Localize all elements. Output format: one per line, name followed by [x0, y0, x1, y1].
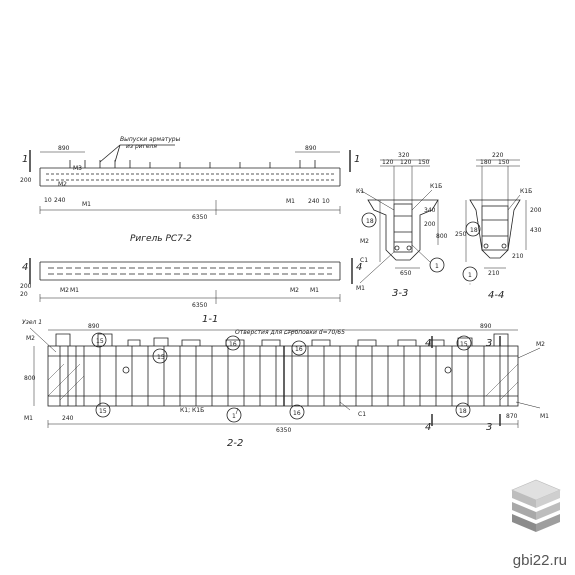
holes-note: Отверстия для строповки d=70/65 — [235, 329, 345, 336]
section-3-3 — [359, 159, 445, 284]
svg-text:4: 4 — [356, 262, 362, 273]
node-label: Узел 1 — [22, 319, 42, 326]
svg-text:1: 1 — [232, 413, 236, 420]
svg-text:15: 15 — [96, 338, 104, 345]
svg-text:М1: М1 — [82, 201, 91, 208]
svg-text:М1: М1 — [356, 285, 365, 292]
svg-text:20: 20 — [20, 291, 28, 298]
section-4-4-labels: 220 180 150 К1Б 250 210 210 200 430 18 1… — [455, 152, 542, 301]
svg-text:М1: М1 — [310, 287, 319, 294]
plan-view-bottom — [29, 258, 353, 304]
svg-text:К1; К1Б: К1; К1Б — [180, 407, 204, 414]
section-3-3-labels: 320 120 120 150 К1 К1Б М2 С1 М1 650 800 … — [356, 152, 448, 299]
svg-text:15: 15 — [157, 354, 165, 361]
svg-text:890: 890 — [480, 323, 492, 330]
svg-text:М2: М2 — [536, 341, 545, 348]
svg-text:240: 240 — [62, 415, 74, 422]
svg-text:200: 200 — [424, 221, 436, 228]
svg-text:3: 3 — [486, 338, 492, 349]
svg-text:200: 200 — [20, 177, 32, 184]
svg-text:890: 890 — [58, 145, 70, 152]
svg-text:6350: 6350 — [192, 214, 207, 221]
svg-text:М2: М2 — [26, 335, 35, 342]
svg-text:180: 180 — [480, 159, 492, 166]
svg-text:4: 4 — [425, 338, 431, 349]
brand-logo-icon — [511, 479, 561, 532]
svg-text:М1: М1 — [286, 198, 295, 205]
svg-text:200: 200 — [20, 283, 32, 290]
section-3-3-title: 3-3 — [392, 288, 408, 299]
svg-text:10: 10 — [322, 198, 330, 205]
elevation-labels: Узел 1 1-1 Отверстия для строповки d=70/… — [22, 314, 549, 449]
callout-outlets: Выпуски арматуры из ригеля — [120, 136, 181, 150]
svg-text:210: 210 — [488, 270, 500, 277]
svg-text:16: 16 — [295, 346, 303, 353]
svg-text:3: 3 — [486, 422, 492, 433]
svg-text:890: 890 — [305, 145, 317, 152]
svg-text:10: 10 — [44, 197, 52, 204]
drawing-title: Ригель РС7-2 — [130, 234, 192, 244]
svg-text:150: 150 — [498, 159, 510, 166]
svg-text:М2: М2 — [360, 238, 369, 245]
section-1-1-title: 1-1 — [202, 314, 218, 325]
svg-text:16: 16 — [293, 410, 301, 417]
svg-text:15: 15 — [99, 408, 107, 415]
section-4-4 — [462, 159, 527, 285]
plan-view — [29, 144, 351, 215]
svg-text:18: 18 — [459, 408, 467, 415]
svg-text:18: 18 — [470, 227, 478, 234]
svg-text:250: 250 — [455, 231, 467, 238]
svg-text:16: 16 — [229, 341, 237, 348]
svg-text:1: 1 — [435, 263, 439, 270]
svg-text:М1: М1 — [70, 287, 79, 294]
svg-text:18: 18 — [366, 218, 374, 225]
svg-text:800: 800 — [24, 375, 36, 382]
svg-text:1: 1 — [22, 154, 28, 165]
svg-text:120: 120 — [400, 159, 412, 166]
plan2-labels: 4 4 6350 М2 М2 М1 М1 200 20 — [20, 262, 362, 309]
svg-text:Выпуски арматуры: Выпуски арматуры — [120, 136, 181, 143]
svg-text:1: 1 — [468, 272, 472, 279]
svg-text:650: 650 — [400, 270, 412, 277]
section-4-4-title: 4-4 — [488, 290, 504, 301]
svg-text:200: 200 — [530, 207, 542, 214]
svg-text:890: 890 — [88, 323, 100, 330]
svg-text:800: 800 — [436, 233, 448, 240]
svg-text:М1: М1 — [24, 415, 33, 422]
svg-text:из ригеля: из ригеля — [126, 143, 157, 150]
svg-text:С1: С1 — [358, 411, 366, 418]
svg-text:М2: М2 — [58, 181, 67, 188]
svg-text:С1: С1 — [360, 257, 368, 264]
svg-text:М2: М2 — [60, 287, 69, 294]
svg-text:240: 240 — [54, 197, 66, 204]
brand-watermark: gbi22.ru — [512, 552, 567, 569]
plan-labels: 1 1 890 890 6350 М1 М2 М3 М1 200 10 240 … — [20, 145, 360, 221]
svg-text:120: 120 — [382, 159, 394, 166]
svg-text:220: 220 — [492, 152, 504, 159]
svg-text:1: 1 — [354, 154, 360, 165]
svg-text:240: 240 — [308, 198, 320, 205]
svg-text:4: 4 — [425, 422, 431, 433]
svg-text:320: 320 — [398, 152, 410, 159]
svg-text:М2: М2 — [290, 287, 299, 294]
svg-text:210: 210 — [512, 253, 524, 260]
svg-text:М1: М1 — [540, 413, 549, 420]
svg-text:150: 150 — [418, 159, 430, 166]
svg-text:М3: М3 — [73, 165, 82, 172]
elevation-view — [29, 327, 541, 428]
svg-text:4: 4 — [22, 262, 28, 273]
svg-text:К1Б: К1Б — [430, 183, 442, 190]
svg-text:15: 15 — [460, 341, 468, 348]
svg-text:К1Б: К1Б — [520, 188, 532, 195]
svg-text:340: 340 — [424, 207, 436, 214]
svg-text:430: 430 — [530, 227, 542, 234]
svg-text:870: 870 — [506, 413, 518, 420]
svg-text:К1: К1 — [356, 188, 364, 195]
section-2-2-title: 2-2 — [227, 438, 243, 449]
svg-text:6350: 6350 — [192, 302, 207, 309]
svg-text:6350: 6350 — [276, 427, 291, 434]
